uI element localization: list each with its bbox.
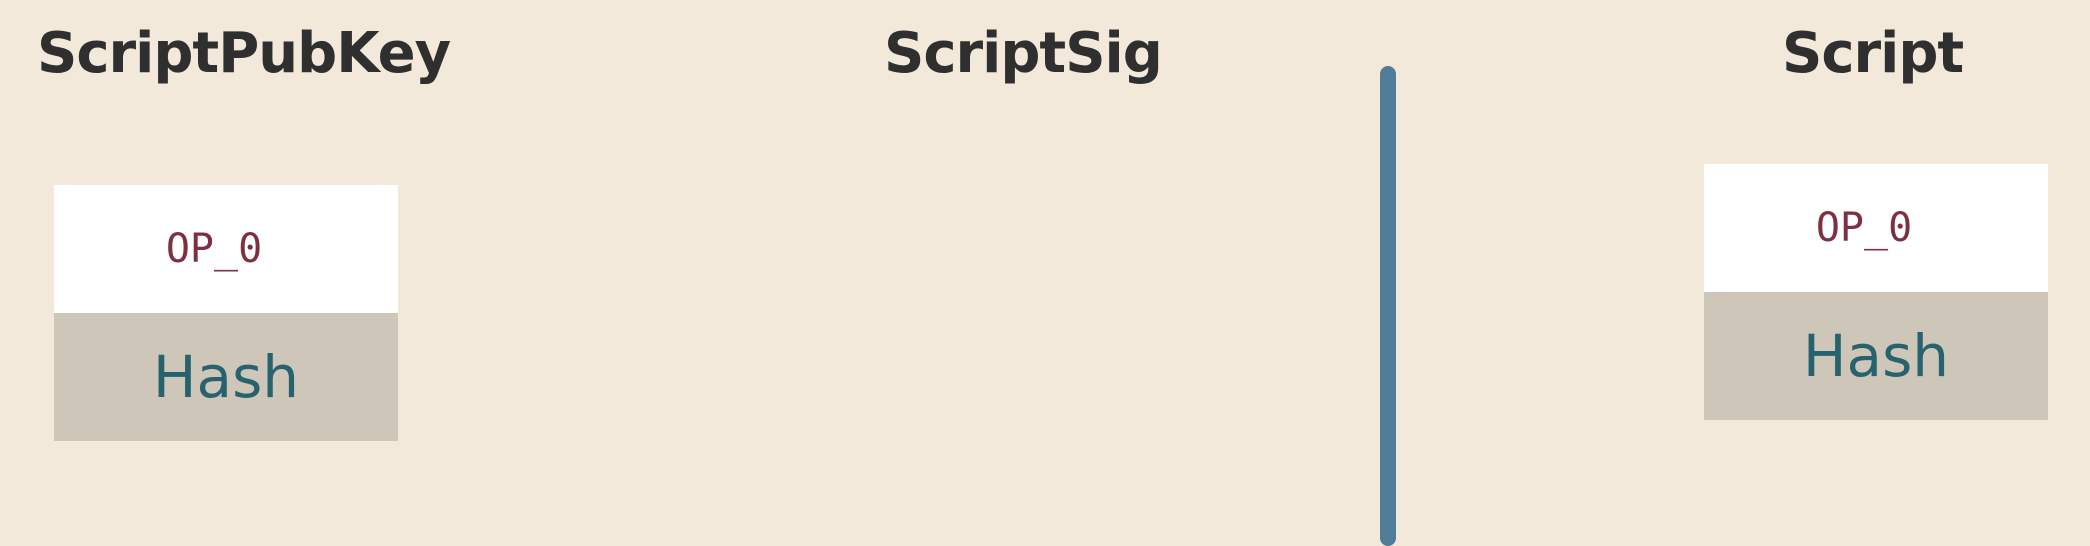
scriptpubkey-hash-cell: Hash [54, 313, 398, 441]
scriptpubkey-op0-cell: OP_0 [54, 185, 398, 313]
script-title: Script [1782, 21, 1964, 86]
script-hash-cell: Hash [1704, 292, 2048, 420]
script-stack: OP_0 Hash [1704, 164, 2048, 420]
scriptsig-title: ScriptSig [884, 21, 1163, 86]
column-divider [1380, 66, 1396, 546]
scriptpubkey-stack: OP_0 Hash [54, 185, 398, 441]
scriptpubkey-title: ScriptPubKey [37, 21, 451, 86]
script-op0-cell: OP_0 [1704, 164, 2048, 292]
